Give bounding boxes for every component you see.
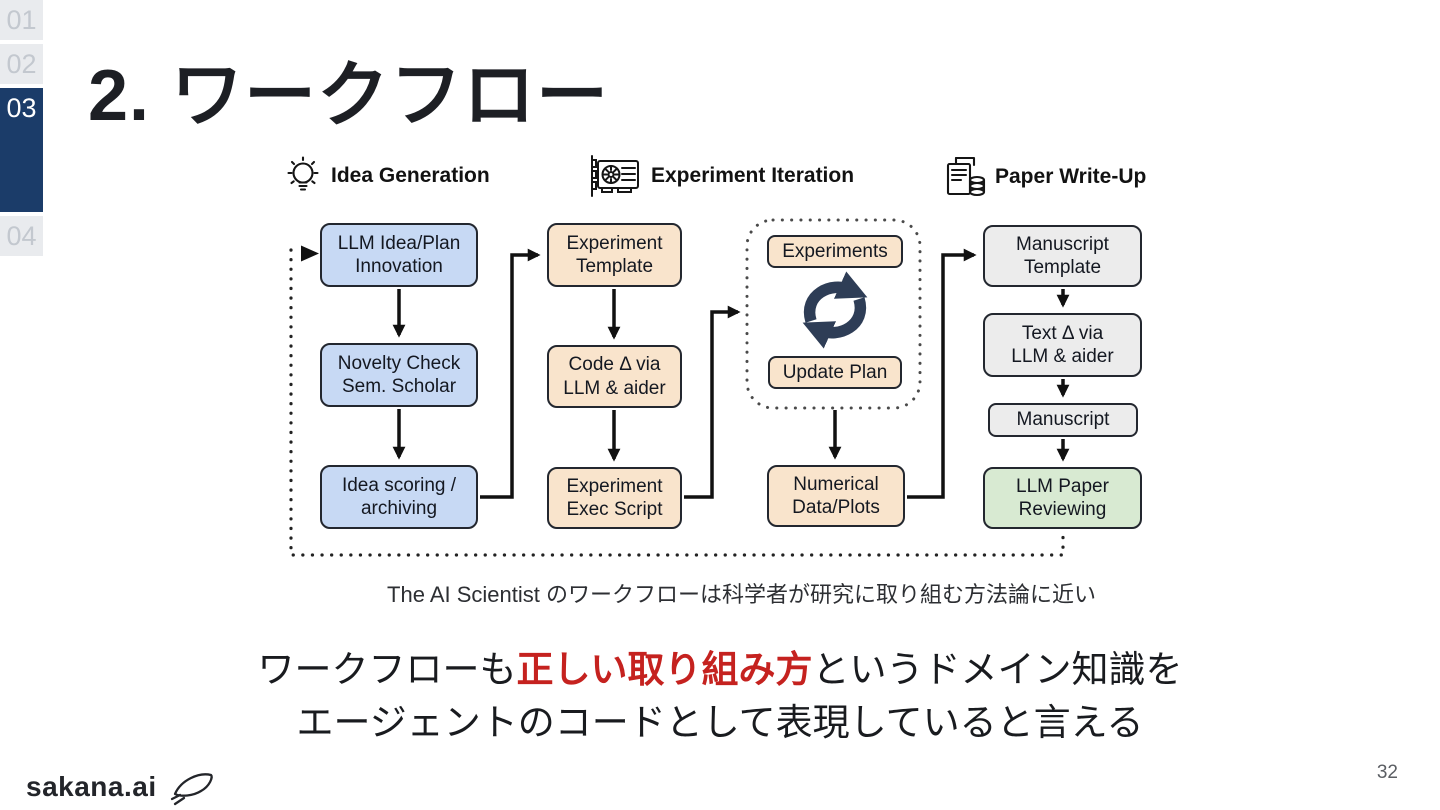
section-label: Paper Write-Up bbox=[995, 165, 1147, 188]
sidebar-label-03: 03 bbox=[6, 93, 37, 123]
statement-text: というドメイン知識を bbox=[812, 649, 1183, 690]
section-header-idea-generation: Idea Generation bbox=[284, 154, 490, 198]
loop-arrowhead bbox=[301, 245, 319, 262]
paper-stack-icon bbox=[946, 156, 986, 197]
node-manuscript: Manuscript bbox=[988, 403, 1138, 437]
node-manuscript-template: Manuscript Template bbox=[983, 225, 1142, 287]
sidebar-item-04: 04 bbox=[0, 216, 43, 256]
cycle-icon bbox=[802, 271, 868, 349]
sidebar-label-02: 02 bbox=[6, 48, 37, 79]
sidebar-item-03-active: 03 bbox=[0, 88, 43, 212]
node-novelty-check: Novelty Check Sem. Scholar bbox=[320, 343, 478, 407]
statement-line-1: ワークフローも正しい取り組み方というドメイン知識を bbox=[0, 643, 1440, 696]
sakana-logo-text: sakana.ai bbox=[26, 771, 157, 802]
sidebar-label-01: 01 bbox=[6, 4, 37, 35]
node-update-plan: Update Plan bbox=[768, 356, 902, 389]
node-text-delta: Text Δ via LLM & aider bbox=[983, 313, 1142, 377]
node-experiments: Experiments bbox=[767, 235, 903, 268]
node-llm-paper-reviewing: LLM Paper Reviewing bbox=[983, 467, 1142, 529]
iteration-loop-dotted-box bbox=[745, 218, 922, 410]
statement-text: ワークフローも bbox=[257, 649, 517, 690]
section-label: Experiment Iteration bbox=[651, 164, 855, 187]
sakana-logo: sakana.ai bbox=[26, 768, 215, 806]
sidebar-item-02: 02 bbox=[0, 44, 43, 84]
sidebar-item-01: 01 bbox=[0, 0, 43, 40]
node-experiment-template: Experiment Template bbox=[547, 223, 682, 287]
node-llm-idea-plan-innovation: LLM Idea/Plan Innovation bbox=[320, 223, 478, 287]
figure-caption: The AI Scientist のワークフローは科学者が研究に取り組む方法論に… bbox=[387, 582, 1096, 607]
gpu-icon bbox=[591, 155, 639, 197]
sidebar-label-04: 04 bbox=[6, 220, 37, 251]
statement-line-2: エージェントのコードとして表現していると言える bbox=[0, 696, 1440, 749]
section-label: Idea Generation bbox=[331, 164, 490, 187]
statement-text: エージェントのコードとして表現していると言える bbox=[296, 702, 1144, 743]
page-number: 32 bbox=[1376, 762, 1398, 783]
statement-highlight: 正しい取り組み方 bbox=[516, 649, 813, 690]
node-numerical-data-plots: Numerical Data/Plots bbox=[767, 465, 905, 527]
section-header-experiment-iteration: Experiment Iteration bbox=[588, 154, 854, 198]
section-header-paper-write-up: Paper Write-Up bbox=[942, 154, 1146, 200]
fish-icon bbox=[170, 773, 213, 806]
key-statement: ワークフローも正しい取り組み方というドメイン知識を エージェントのコードとして表… bbox=[0, 643, 1440, 749]
page-title: 2. ワークフロー bbox=[88, 56, 610, 136]
node-code-delta: Code Δ via LLM & aider bbox=[547, 345, 682, 408]
node-idea-scoring: Idea scoring / archiving bbox=[320, 465, 478, 529]
node-experiment-exec-script: Experiment Exec Script bbox=[547, 467, 682, 529]
lightbulb-icon bbox=[287, 156, 319, 191]
